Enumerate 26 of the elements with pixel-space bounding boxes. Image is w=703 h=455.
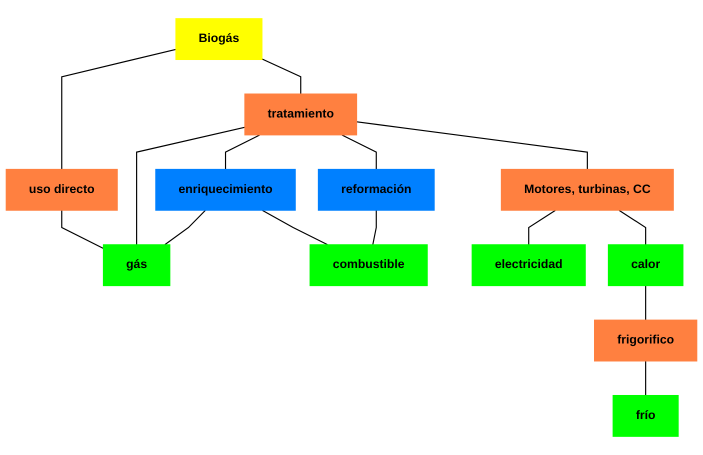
connector: [645, 361, 646, 396]
connector: [618, 210, 646, 245]
connector: [342, 134, 377, 170]
node-box: uso directo: [6, 168, 118, 211]
connector: [645, 286, 646, 320]
node-box: reformación: [318, 168, 435, 211]
node-box: Biogás: [175, 18, 262, 60]
node-box: combustible: [310, 244, 428, 286]
connector: [372, 210, 377, 245]
connector: [356, 121, 588, 170]
node-box: gás: [102, 244, 170, 286]
connector: [262, 210, 328, 246]
connector: [262, 58, 302, 94]
node-box: calor: [608, 244, 684, 286]
connector: [61, 210, 104, 249]
node-box: enriquecimiento: [155, 168, 296, 211]
connector: [528, 210, 556, 245]
node-box: tratamiento: [244, 94, 358, 136]
connector: [164, 210, 206, 246]
connector: [136, 126, 245, 245]
connector: [224, 134, 260, 170]
node-box: frío: [612, 394, 679, 437]
node-box: frigorifico: [594, 320, 698, 362]
connector: [61, 48, 176, 170]
node-box: Motores, turbinas, CC: [500, 168, 674, 211]
node-box: electricidad: [472, 244, 586, 286]
